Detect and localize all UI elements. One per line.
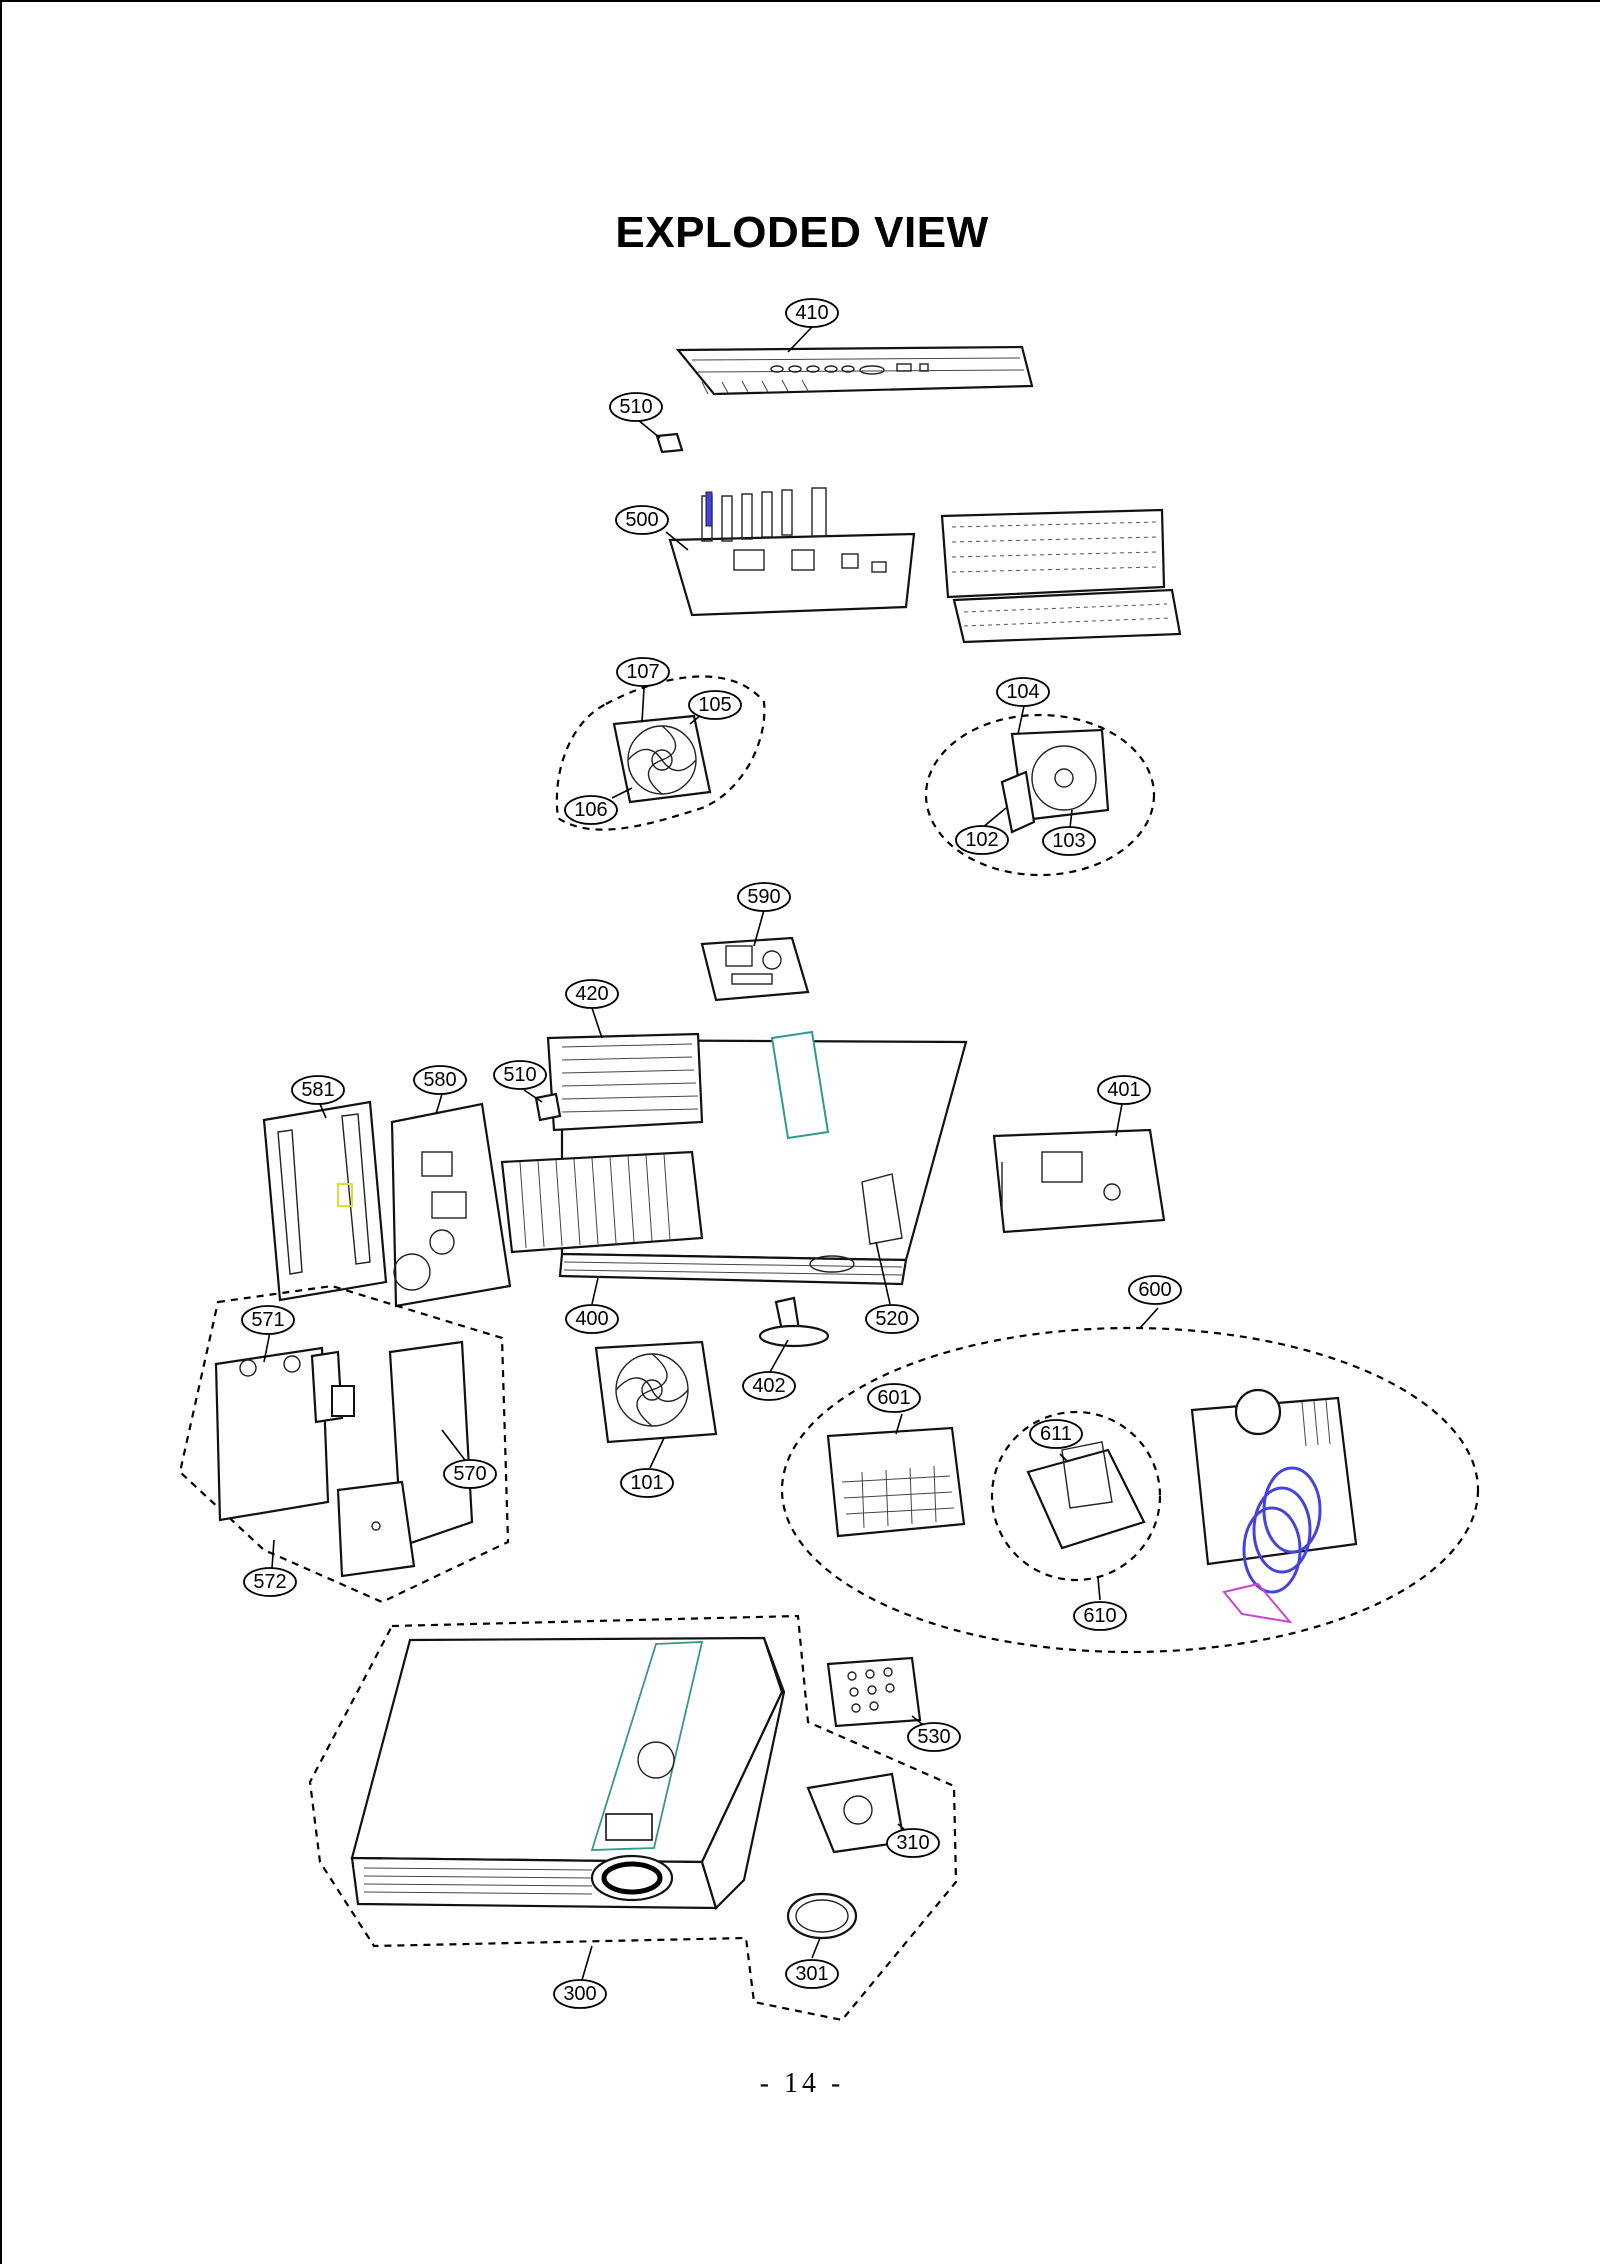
- part-small-board-510a: [655, 432, 684, 454]
- callout-107: 107: [616, 657, 670, 687]
- page-number: - 14 -: [759, 2068, 845, 2099]
- callout-500: 500: [615, 505, 669, 535]
- callout-label-300: 300: [563, 1983, 596, 2005]
- page-title: EXPLODED VIEW: [615, 208, 989, 257]
- callout-410: 410: [785, 298, 839, 328]
- callout-label-401: 401: [1107, 1079, 1140, 1101]
- callout-510a: 510: [609, 392, 663, 422]
- part-power-board-590: [700, 936, 810, 1002]
- callout-510b: 510: [493, 1060, 547, 1090]
- part-front-panel: [675, 345, 1034, 396]
- callout-101: 101: [620, 1468, 674, 1498]
- callout-401: 401: [1097, 1075, 1151, 1105]
- callout-400: 400: [565, 1304, 619, 1334]
- callout-610: 610: [1073, 1601, 1127, 1631]
- callout-601: 601: [867, 1383, 921, 1413]
- callout-label-310: 310: [896, 1832, 929, 1854]
- callout-300: 300: [553, 1979, 607, 2009]
- callout-label-610: 610: [1083, 1605, 1116, 1627]
- callout-label-571: 571: [251, 1309, 284, 1331]
- callout-label-590: 590: [747, 886, 780, 908]
- callout-label-101: 101: [630, 1472, 663, 1494]
- callout-402: 402: [742, 1371, 796, 1401]
- callout-label-581: 581: [301, 1079, 334, 1101]
- callout-label-530: 530: [917, 1726, 950, 1748]
- callout-590: 590: [737, 882, 791, 912]
- callout-600: 600: [1128, 1275, 1182, 1305]
- callout-581: 581: [291, 1075, 345, 1105]
- callout-label-600: 600: [1138, 1279, 1171, 1301]
- callout-570: 570: [443, 1459, 497, 1489]
- callout-580: 580: [413, 1065, 467, 1095]
- callout-571: 571: [241, 1305, 295, 1335]
- callout-102: 102: [955, 825, 1009, 855]
- callout-label-103: 103: [1052, 830, 1085, 852]
- callout-103: 103: [1042, 826, 1096, 856]
- part-power-supply-580: [390, 1102, 512, 1308]
- part-bracket-581: [262, 1100, 388, 1302]
- callout-572: 572: [243, 1567, 297, 1597]
- callout-label-510a: 510: [619, 396, 652, 418]
- group-optical-engine-600: [780, 1326, 1480, 1654]
- callout-label-106: 106: [574, 799, 607, 821]
- callout-label-301: 301: [795, 1963, 828, 1985]
- part-fan-101: [594, 1340, 718, 1444]
- group-fan-102-104: [924, 713, 1156, 877]
- callout-label-580: 580: [423, 1069, 456, 1091]
- part-lens-ring-301: [786, 1892, 858, 1940]
- callout-611: 611: [1029, 1419, 1083, 1449]
- part-board-401: [992, 1128, 1166, 1234]
- group-fan-105-107: [555, 675, 766, 831]
- callout-310: 310: [886, 1828, 940, 1858]
- callout-420: 420: [565, 979, 619, 1009]
- callout-301: 301: [785, 1959, 839, 1989]
- callout-label-420: 420: [575, 983, 608, 1005]
- callout-530: 530: [907, 1722, 961, 1752]
- callout-label-107: 107: [626, 661, 659, 683]
- callout-label-601: 601: [877, 1387, 910, 1409]
- leader-lines: [263, 326, 1159, 1981]
- part-keypad-board-530: [826, 1656, 922, 1728]
- callout-label-105: 105: [698, 694, 731, 716]
- callout-label-570: 570: [453, 1463, 486, 1485]
- part-main-board: [668, 487, 916, 617]
- callout-label-102: 102: [965, 829, 998, 851]
- part-shield-cage: [940, 508, 1182, 644]
- callout-label-572: 572: [253, 1571, 286, 1593]
- group-lamp-housing-572: [178, 1284, 510, 1604]
- callout-106: 106: [564, 795, 618, 825]
- part-small-board-510b: [534, 1092, 562, 1122]
- part-main-chassis: [500, 1030, 968, 1286]
- group-cabinet-300: [308, 1614, 958, 2022]
- callout-label-410: 410: [795, 302, 828, 324]
- callout-label-510b: 510: [503, 1064, 536, 1086]
- callout-label-104: 104: [1006, 681, 1039, 703]
- callout-label-402: 402: [752, 1375, 785, 1397]
- callout-label-500: 500: [625, 509, 658, 531]
- part-foot-402: [758, 1296, 830, 1348]
- callout-label-611: 611: [1040, 1423, 1072, 1445]
- callout-105: 105: [688, 690, 742, 720]
- callout-520: 520: [865, 1304, 919, 1334]
- callout-label-520: 520: [875, 1308, 908, 1330]
- callout-104: 104: [996, 677, 1050, 707]
- callout-label-400: 400: [575, 1308, 608, 1330]
